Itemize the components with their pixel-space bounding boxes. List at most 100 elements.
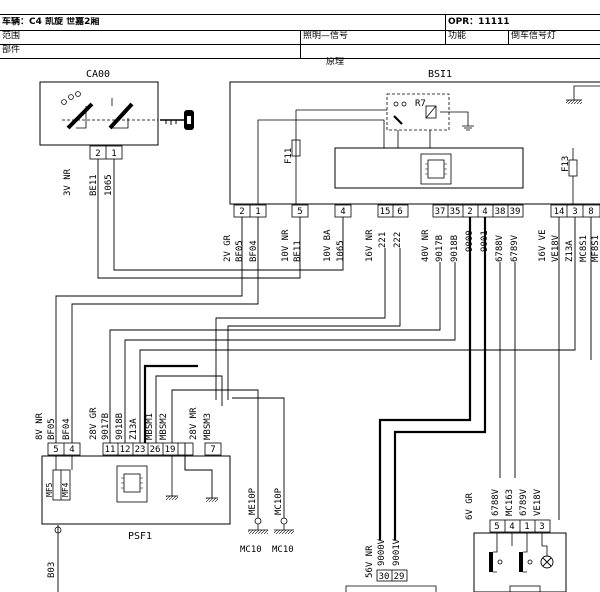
conn-6v-pin-5: 5: [494, 522, 499, 532]
bsi1-c5-pin-39: 39: [510, 207, 521, 217]
bsi1-wire-9018b: 9018B: [450, 235, 460, 262]
bsi1-wire-be11: BE11: [293, 240, 303, 262]
conn-6v-wire-6789v: 6789V: [519, 488, 529, 516]
conn-56v-wire-9000v: 9000V: [377, 538, 387, 566]
mf5-label: MF5: [45, 482, 54, 497]
psf1-c1-label: 8V NR: [35, 412, 45, 440]
conn-56v-label: 56V NR: [365, 545, 375, 578]
mf4-label: MF4: [61, 482, 70, 497]
function-label: 功能: [448, 31, 467, 41]
b03-label: B03: [47, 562, 57, 578]
conn-56v-wire-9001v: 9001V: [392, 538, 402, 566]
bsi1-wire-mf8s1: MF8S1: [591, 235, 600, 262]
ca00-connector-label: 3V NR: [63, 168, 73, 196]
key-icon: [160, 110, 194, 130]
bsi1-c6-label: 16V VE: [538, 229, 548, 262]
thin-wires: [55, 159, 592, 592]
psf1-c2-pin-19: 19: [165, 445, 176, 455]
bsi1-c6-pin-8: 8: [588, 207, 593, 217]
conn-56v-pin-29: 29: [394, 572, 405, 582]
opr-number: OPR：11111: [448, 17, 510, 27]
ca00-switch: [39, 81, 159, 146]
f13-fuse-label: F13: [561, 156, 571, 172]
conn-6v-box: [489, 519, 551, 533]
psf1-wire-bf05: BF05: [47, 418, 57, 440]
bsi1-c6-pin-14: 14: [554, 207, 565, 217]
ca00-pin-2: 2: [95, 149, 100, 159]
ca00-wire-1065: 1065: [104, 174, 114, 196]
bsi1-c3-pin-4: 4: [340, 207, 345, 217]
bsi1-wire-6789v: 6789V: [510, 234, 520, 262]
psf1-pin-boxes: [47, 442, 222, 456]
mc10p-label: MC10P: [274, 487, 284, 515]
reverse-lamp-unit: [473, 532, 567, 592]
bsi1-wire-bf05: BF05: [235, 240, 245, 262]
psf1-c2-pin-26: 26: [150, 445, 161, 455]
bsi1-c5-pin-2: 2: [467, 207, 472, 217]
psf1-label: PSF1: [128, 531, 152, 542]
bsi1-c5-pin-4: 4: [482, 207, 487, 217]
bsi1-label: BSI1: [428, 69, 452, 80]
psf1-wire-9018b: 9018B: [115, 413, 125, 440]
bsi1-wire-9017b: 9017B: [435, 235, 445, 262]
psf1-wire-mbsm3: MBSM3: [203, 413, 213, 440]
scope-value: 照明—信号: [303, 31, 349, 41]
header-table: 车辆：C4 凯旋 世嘉2厢 OPR：11111 范围 照明—信号 功能 倒车信号…: [0, 0, 600, 67]
conn-56v-box: [345, 569, 437, 592]
bsi1-wire-221: 221: [378, 232, 388, 248]
psf1-c1-pin-4: 4: [69, 445, 74, 455]
conn-6v-wire-mc163: MC163: [505, 489, 515, 516]
psf1-c2-pin-11: 11: [105, 445, 116, 455]
bsi1-c4-label: 16V NR: [365, 229, 375, 262]
bsi1-pin-boxes: [233, 204, 600, 218]
ca00-label: CA00: [86, 69, 110, 80]
conn-6v-wire-6788v: 6788V: [491, 488, 501, 516]
bsi1-wire-bf04: BF04: [249, 240, 259, 262]
conn-6v-wire-ve18v: VE18V: [533, 488, 543, 516]
psf1-wire-bf04: BF04: [62, 418, 72, 440]
bsi1-c5-pin-38: 38: [495, 207, 506, 217]
psf1-wire-mbsm1: MBSM1: [145, 413, 155, 440]
psf1-c2-label: 28V GR: [89, 407, 99, 440]
psf1-c1-pin-5: 5: [53, 445, 58, 455]
f11-fuse-label: F11: [284, 148, 294, 164]
psf1-wire-mbsm2: MBSM2: [159, 413, 169, 440]
bsi1-c5-pin-35: 35: [450, 207, 461, 217]
scope-label: 范围: [2, 31, 21, 41]
function-value: 倒车信号灯: [511, 31, 557, 41]
bsi1-wire-222: 222: [393, 232, 403, 248]
psf1-module: [41, 455, 231, 534]
mc10-label-a: MC10: [240, 545, 262, 555]
bsi1-wire-1065: 1065: [336, 240, 346, 262]
bsi1-wire-6788v: 6788V: [495, 234, 505, 262]
me10p-label: ME10P: [248, 487, 258, 515]
bsi1-c5-pin-37: 37: [435, 207, 446, 217]
section-title: 原理: [326, 57, 345, 67]
bsi1-wire-z13a: Z13A: [565, 240, 575, 262]
bsi1-c1-pin-1: 1: [255, 207, 260, 217]
bsi1-c6-pin-3: 3: [572, 207, 577, 217]
bsi1-c3-label: 10V BA: [323, 229, 333, 262]
bsi1-wire-mc8s1: MC8S1: [579, 235, 589, 262]
psf1-wire-9017b: 9017B: [101, 413, 111, 440]
bsi1-c1-label: 2V GR: [223, 234, 233, 262]
bsi1-c1-pin-2: 2: [239, 207, 244, 217]
psf1-c3-pin-7: 7: [210, 445, 215, 455]
bsi1-c4-pin-15: 15: [380, 207, 391, 217]
psf1-c2-pin-23: 23: [135, 445, 146, 455]
conn-6v-pin-3: 3: [539, 522, 544, 532]
conn-6v-pin-4: 4: [509, 522, 514, 532]
thick-wires: [143, 217, 487, 540]
bsi1-module: [229, 81, 600, 205]
bsi1-wire-ve18v: VE18V: [551, 234, 561, 262]
ca00-wire-be11: BE11: [89, 174, 99, 196]
bsi1-c2-pin-5: 5: [297, 207, 302, 217]
bsi1-c4-pin-6: 6: [397, 207, 402, 217]
r7-relay-label: R7: [415, 99, 426, 109]
bsi1-c5-label: 40V NR: [421, 229, 431, 262]
ca00-pin-1: 1: [111, 149, 116, 159]
bsi1-c2-label: 10V NR: [281, 229, 291, 262]
parts-label: 部件: [2, 45, 21, 55]
psf1-wire-z13a: Z13A: [129, 418, 139, 440]
